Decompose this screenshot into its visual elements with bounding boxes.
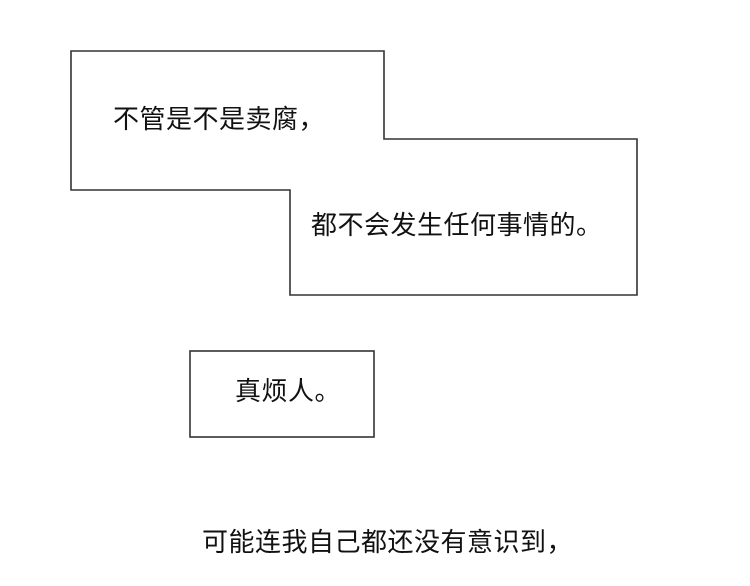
caption-text-first: 不管是不是卖腐， [113,105,326,135]
small-caption-frame [189,350,375,438]
caption-text-second: 都不会发生任何事情的。 [311,211,603,241]
footer-narration-text: 可能连我自己都还没有意识到， [202,528,574,558]
caption-text-third: 真烦人。 [235,377,342,407]
stepped-caption-frame [70,50,638,296]
